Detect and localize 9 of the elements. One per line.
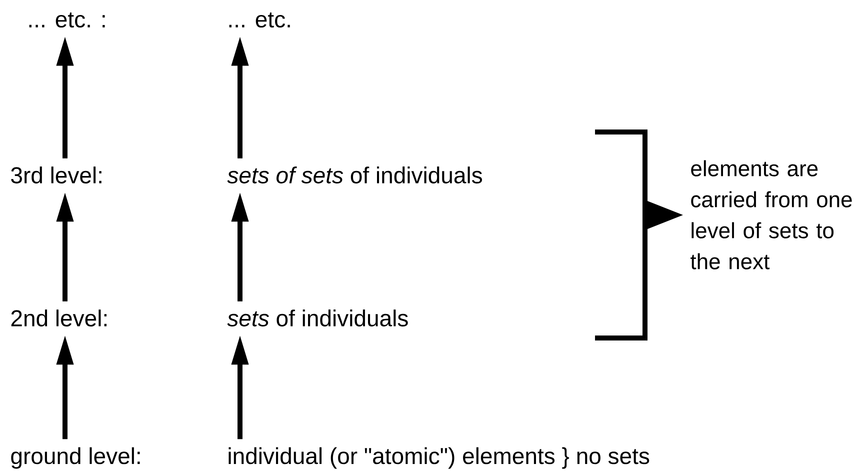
level-label: ... etc. bbox=[229, 12, 290, 28]
level-label: ground level: bbox=[11, 447, 140, 469]
level-label: sets of individuals bbox=[227, 310, 408, 326]
level-label: sets of sets of individuals bbox=[227, 166, 482, 184]
level-label: 3rd level: bbox=[11, 166, 102, 184]
level-label: 2nd level: bbox=[11, 310, 107, 326]
level-label: individual (or "atomic") elements } no sets bbox=[228, 447, 650, 469]
note-text: elements are carried from one level of sets to the next bbox=[690, 160, 852, 270]
level-label: ... etc. : bbox=[29, 12, 105, 28]
